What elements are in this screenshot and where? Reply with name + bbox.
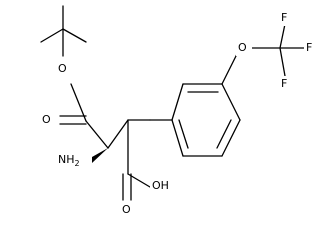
bond-cf3-fluorine-bottom — [279, 47, 286, 77]
bonds — [40, 5, 305, 201]
mask-ester-oxygen — [56, 60, 71, 76]
atom-ester-oxygen-double: O — [42, 113, 51, 126]
ring-bond-1 — [171, 83, 184, 121]
bond-alpha-beta — [107, 119, 129, 149]
atom-ester-oxygen-single: O — [58, 62, 67, 75]
mask-fluorine-bottom — [279, 76, 293, 92]
ring-bond-6 — [171, 119, 184, 157]
structure-canvas: O O NH2 O OH O F F F — [40, 5, 318, 218]
atom-acid-hydroxyl: OH — [152, 179, 169, 192]
bond-tbu-methyl-left — [40, 28, 64, 43]
mask-ether-oxygen — [236, 40, 252, 56]
mask-fluorine-right — [304, 40, 318, 56]
ring-bond-4 — [221, 119, 241, 157]
mask-ester-carbonyl-oxygen — [40, 112, 55, 128]
bond-acid-hydroxyl — [127, 173, 151, 188]
stereo-wedge-bond — [92, 148, 108, 163]
ring-inner-2 — [216, 119, 232, 149]
bond-oxygen-carbonyl — [70, 83, 87, 122]
atom-fluorine-bottom: F — [281, 77, 287, 90]
mask-amine — [57, 152, 89, 168]
atom-ether-oxygen: O — [238, 41, 247, 54]
bond-carbonyl-alpha — [85, 120, 109, 149]
atom-amine: NH2 — [58, 153, 80, 168]
bond-tbu-methyl-right — [62, 28, 87, 43]
ring-bond-3 — [221, 83, 241, 121]
mask-fluorine-top — [279, 10, 293, 26]
atom-fluorine-top: F — [281, 11, 287, 24]
molecule-drawing: O O NH2 O OH O F F F — [40, 5, 318, 218]
atom-acid-oxygen-double: O — [122, 203, 131, 216]
mask-acid-oxygen — [120, 202, 136, 218]
ring-inner-3 — [178, 119, 189, 149]
mask-acid-hydroxyl — [150, 178, 176, 194]
atom-labels: O O NH2 O OH O F F F — [40, 10, 318, 218]
bond-cf3-fluorine-top — [279, 23, 286, 49]
atom-fluorine-right: F — [306, 41, 312, 54]
